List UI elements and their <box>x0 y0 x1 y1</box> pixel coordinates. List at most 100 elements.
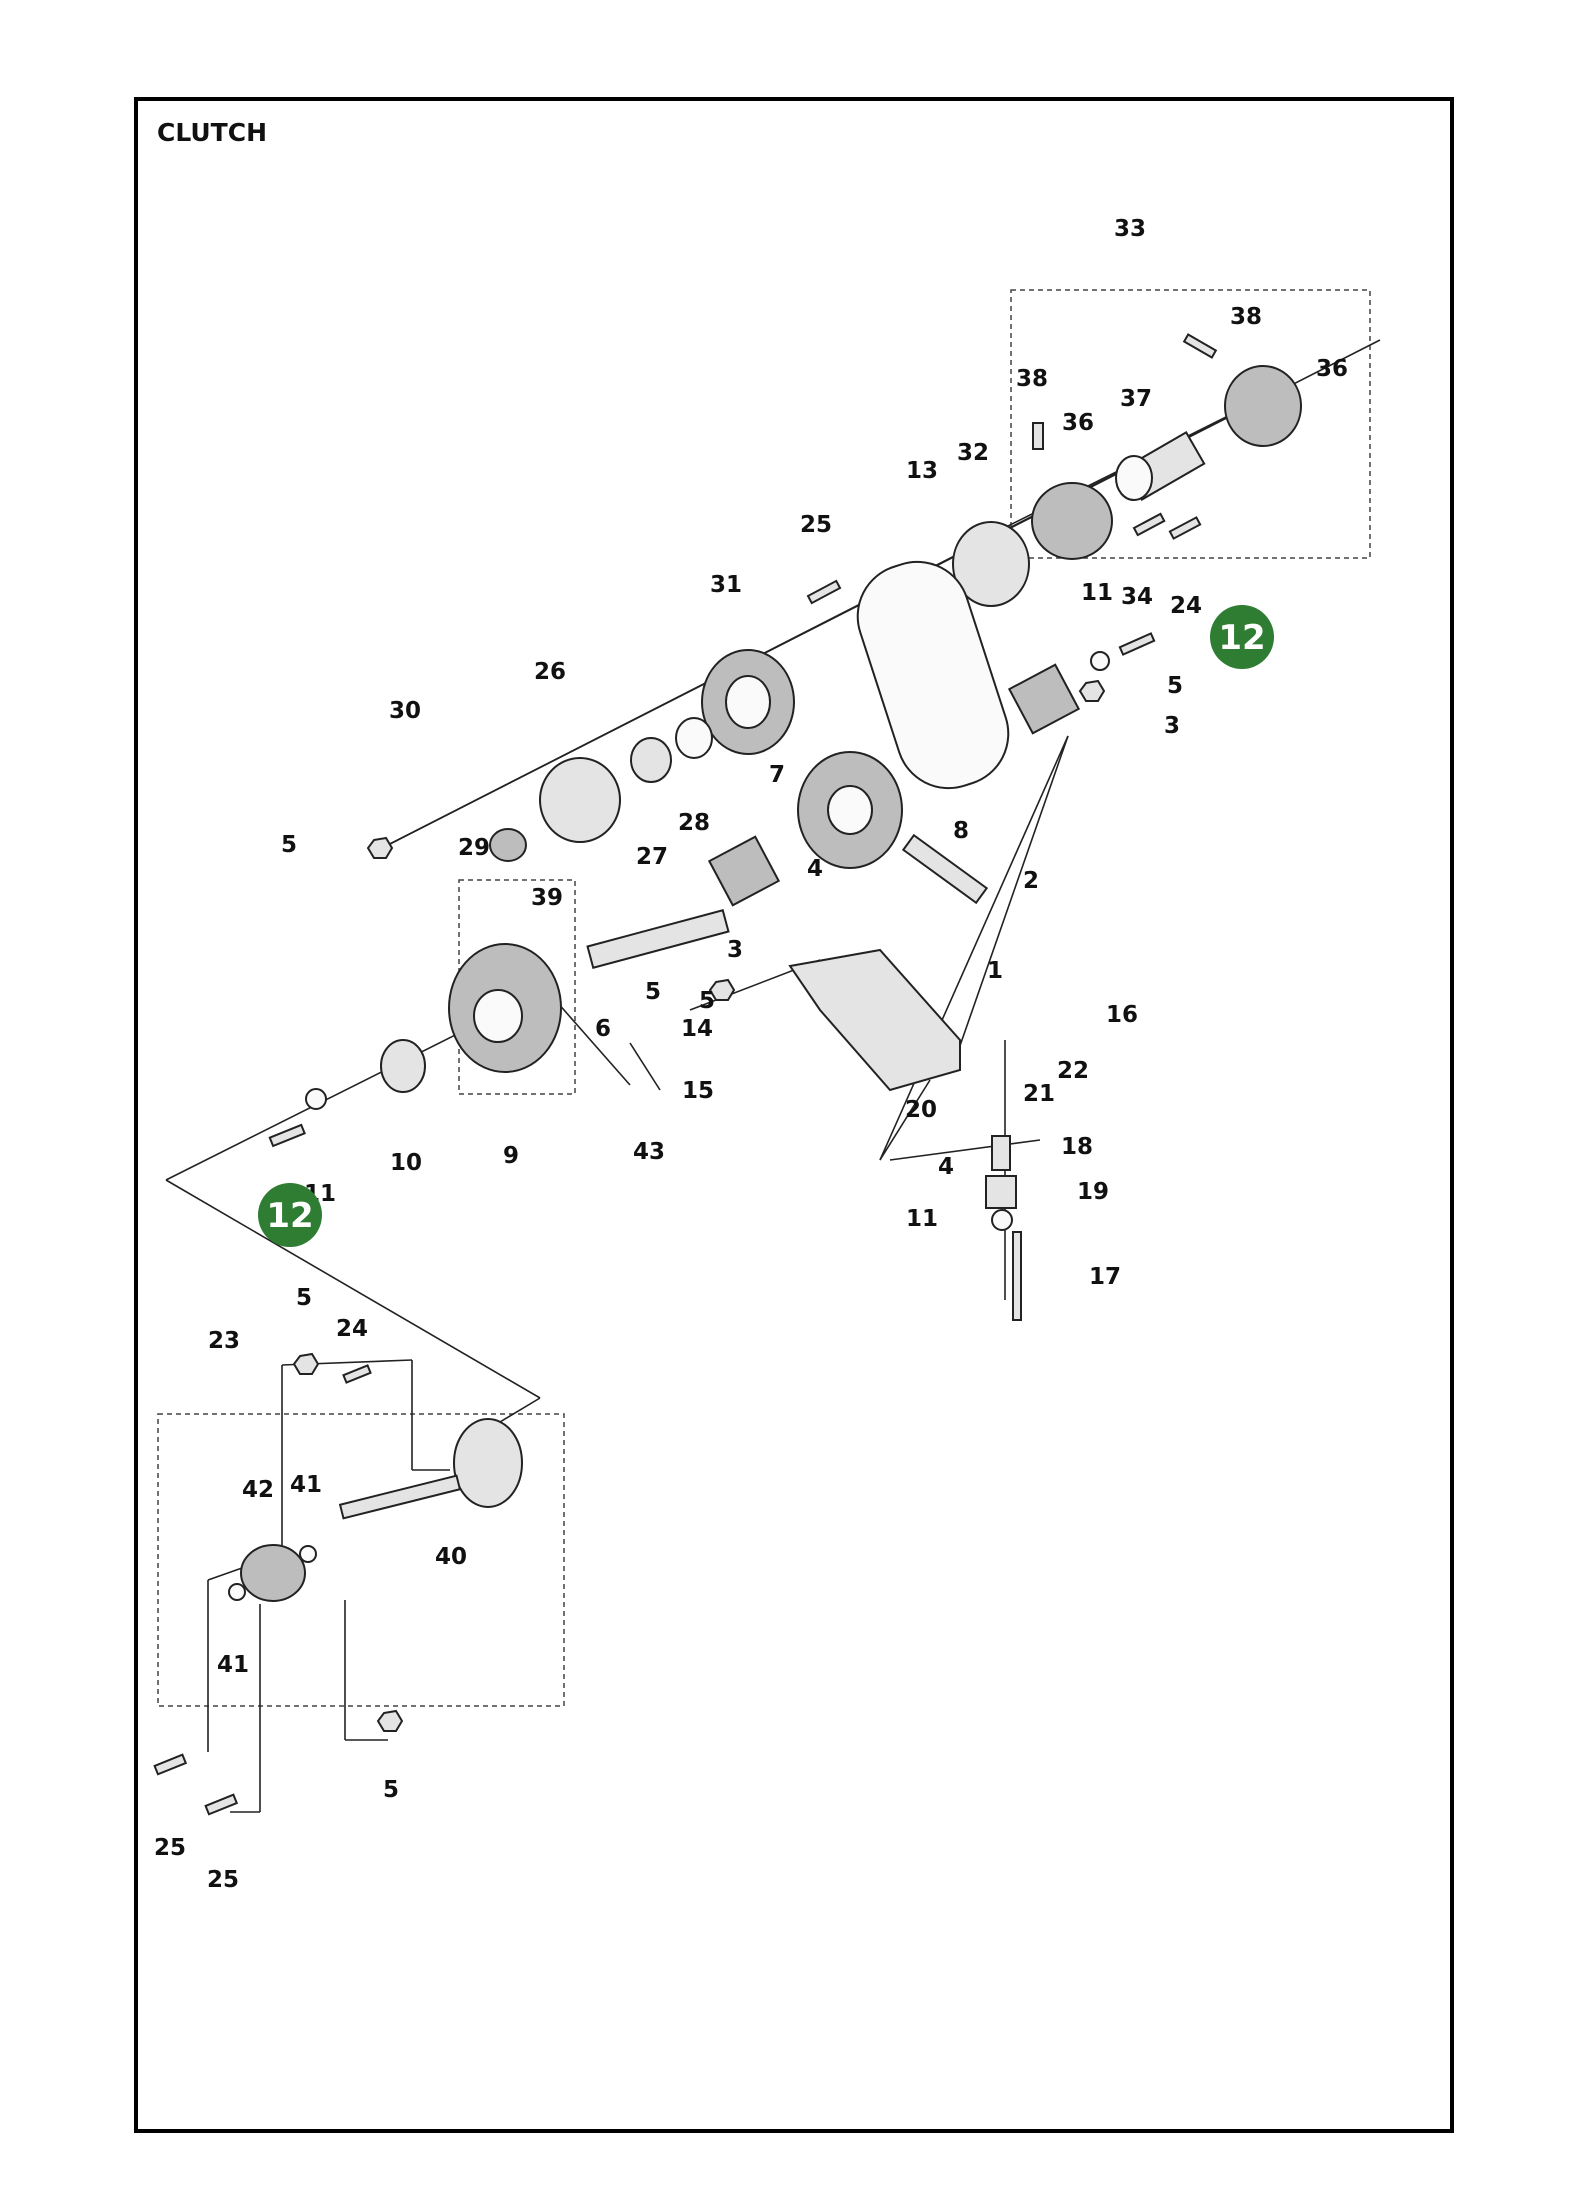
guide-lines <box>165 339 1381 1813</box>
callout-5: 5 <box>281 832 297 858</box>
callout-25: 25 <box>207 1867 239 1893</box>
callout-32: 32 <box>957 440 989 466</box>
bolt-17 <box>1012 1231 1022 1321</box>
callout-3: 3 <box>1164 713 1180 739</box>
callout-39: 39 <box>531 885 563 911</box>
bolt-24-lower <box>342 1364 372 1384</box>
bolt-24-top <box>1168 516 1202 540</box>
callout-5: 5 <box>699 988 715 1014</box>
callout-5: 5 <box>383 1777 399 1803</box>
ring-41-lower <box>228 1583 246 1601</box>
callout-31: 31 <box>710 572 742 598</box>
plate-32 <box>952 521 1030 607</box>
washer-11-top <box>1090 651 1110 671</box>
bolt-12-right <box>1118 632 1156 656</box>
callout-5: 5 <box>1167 673 1183 699</box>
callout-40: 40 <box>435 1544 467 1570</box>
callout-10: 10 <box>390 1150 422 1176</box>
callout-11: 11 <box>1081 580 1113 606</box>
callout-9: 9 <box>503 1143 519 1169</box>
bolt-34 <box>1132 512 1166 537</box>
callout-13: 13 <box>906 458 938 484</box>
bearing-block-3-lower <box>707 835 781 907</box>
callout-8: 8 <box>953 818 969 844</box>
nut-5-d <box>292 1352 320 1375</box>
bolt-25-left <box>153 1753 188 1776</box>
group-box-23 <box>157 1413 565 1707</box>
callout-38: 38 <box>1016 366 1048 392</box>
nut-5-a <box>366 836 394 859</box>
bolt-38-left <box>1032 422 1044 450</box>
group-box-33 <box>1010 289 1371 559</box>
callout-11: 11 <box>906 1206 938 1232</box>
coupler-36-right <box>1224 365 1302 447</box>
callout-7: 7 <box>769 762 785 788</box>
nut-5-b <box>1078 679 1106 702</box>
callout-20: 20 <box>905 1097 937 1123</box>
callout-19: 19 <box>1077 1179 1109 1205</box>
washer-11-left <box>305 1088 327 1110</box>
callout-3: 3 <box>727 937 743 963</box>
bolt-38-top <box>1182 333 1218 359</box>
callout-27: 27 <box>636 844 668 870</box>
spring-43 <box>629 1042 661 1091</box>
spacer-10 <box>380 1039 426 1093</box>
badge-number: 12 <box>266 1196 313 1236</box>
spring-18 <box>991 1135 1011 1171</box>
callout-16: 16 <box>1106 1002 1138 1028</box>
callout-41: 41 <box>217 1652 249 1678</box>
callout-25: 25 <box>800 512 832 538</box>
dashed-groups <box>157 289 1371 1707</box>
diagram-frame <box>134 97 1454 2133</box>
callout-6: 6 <box>595 1016 611 1042</box>
callout-24: 24 <box>1170 593 1202 619</box>
flange-40 <box>453 1418 523 1508</box>
badge-circle <box>258 1183 322 1247</box>
callout-5: 5 <box>296 1285 312 1311</box>
bearing-42 <box>240 1544 306 1602</box>
callout-34: 34 <box>1121 584 1153 610</box>
nut-5-e <box>376 1709 404 1732</box>
badge-circle <box>1210 605 1274 669</box>
callout-36: 36 <box>1316 356 1348 382</box>
bracket-2 <box>901 833 989 905</box>
callout-5: 5 <box>645 979 661 1005</box>
bolt-25-top <box>806 579 842 605</box>
callout-38: 38 <box>1230 304 1262 330</box>
callout-2: 2 <box>1023 868 1039 894</box>
bearing-block-3-upper <box>1007 663 1081 735</box>
callout-37: 37 <box>1120 386 1152 412</box>
callout-30: 30 <box>389 698 421 724</box>
callout-18: 18 <box>1061 1134 1093 1160</box>
callout-25: 25 <box>154 1835 186 1861</box>
callout-4: 4 <box>938 1154 954 1180</box>
callout-41: 41 <box>290 1472 322 1498</box>
coupler-29 <box>489 828 527 862</box>
ring-41-upper <box>299 1545 317 1563</box>
hub-26 <box>539 757 621 843</box>
callout-23: 23 <box>208 1328 240 1354</box>
coupler-36-left <box>1031 482 1113 560</box>
nut-5-c <box>708 978 736 1001</box>
callout-42: 42 <box>242 1477 274 1503</box>
callout-4: 4 <box>807 856 823 882</box>
shaft-40 <box>338 1474 462 1520</box>
shaft-6 <box>586 909 730 969</box>
callout-14: 14 <box>681 1016 713 1042</box>
callout-26: 26 <box>534 659 566 685</box>
callout-43: 43 <box>633 1139 665 1165</box>
ring-28 <box>675 717 713 759</box>
badge-right: 12 <box>1210 605 1274 669</box>
bolt-25-right <box>204 1793 239 1816</box>
badge-number: 12 <box>1218 618 1265 658</box>
badge-left: 12 <box>258 1183 322 1247</box>
arm-1 <box>788 948 961 1092</box>
callout-1: 1 <box>987 958 1003 984</box>
callout-22: 22 <box>1057 1058 1089 1084</box>
callout-17: 17 <box>1089 1264 1121 1290</box>
callout-24: 24 <box>336 1316 368 1342</box>
callout-36: 36 <box>1062 410 1094 436</box>
washer-11-lower <box>991 1209 1013 1231</box>
callout-28: 28 <box>678 810 710 836</box>
